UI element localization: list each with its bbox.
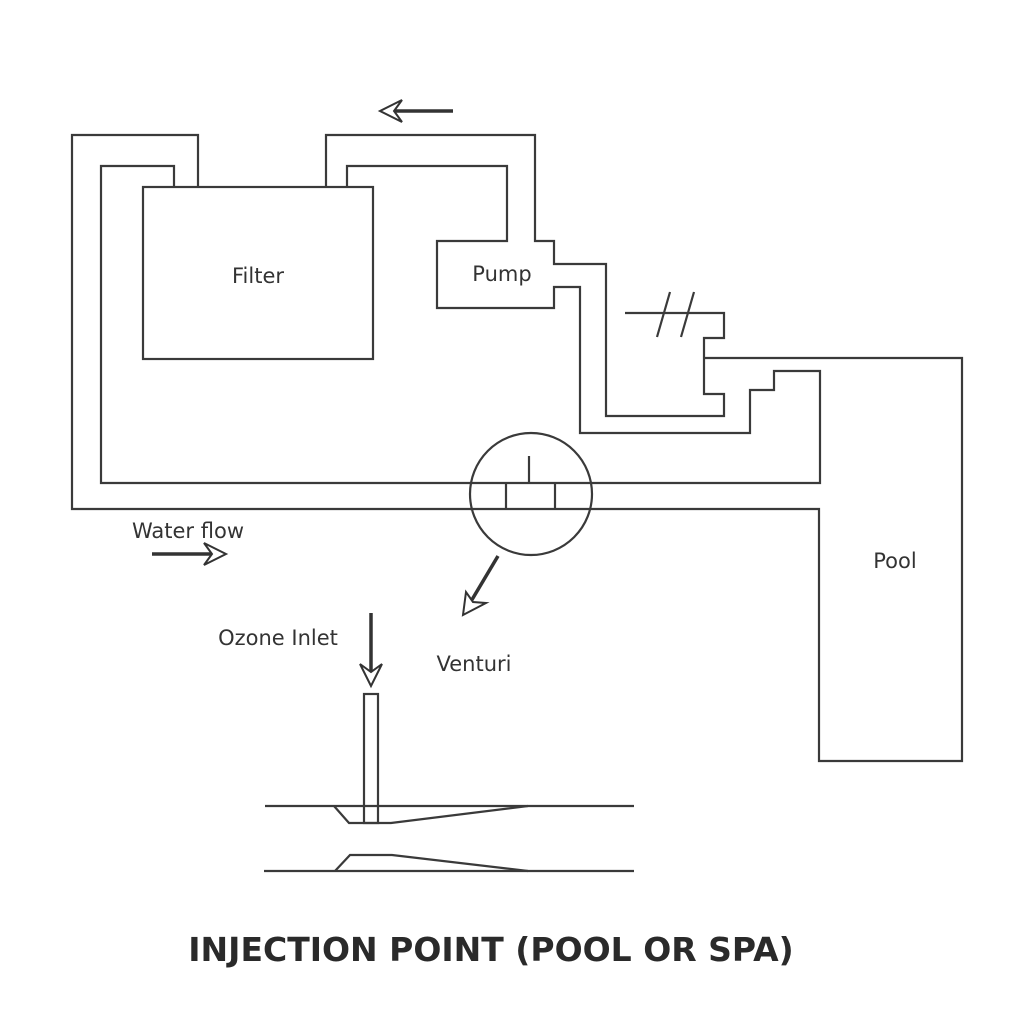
pool-outline (592, 356, 964, 763)
filter-label: Filter (232, 264, 284, 288)
diagram-title: INJECTION POINT (POOL OR SPA) (188, 930, 793, 969)
filter-box (141, 185, 375, 361)
injector-cross-section (264, 692, 634, 873)
ozone-inlet-label: Ozone Inlet (218, 626, 338, 650)
return-pipe-inner (99, 164, 472, 485)
venturi-detail (468, 431, 594, 557)
return-pipe-outer (70, 133, 472, 511)
arrow-right-icon (152, 542, 229, 566)
water-flow-label: Water flow (132, 519, 244, 543)
pump-to-filter-pipe-outer (324, 133, 726, 418)
arrow-left-icon (377, 99, 453, 123)
pool-label: Pool (873, 549, 916, 573)
arrow-down-left-icon (461, 555, 500, 617)
pump-label: Pump (472, 262, 531, 286)
pipe-break-icon (655, 291, 696, 338)
venturi-label: Venturi (437, 652, 512, 676)
arrow-down-icon (359, 613, 383, 689)
pump-pipe-inner (345, 164, 822, 485)
